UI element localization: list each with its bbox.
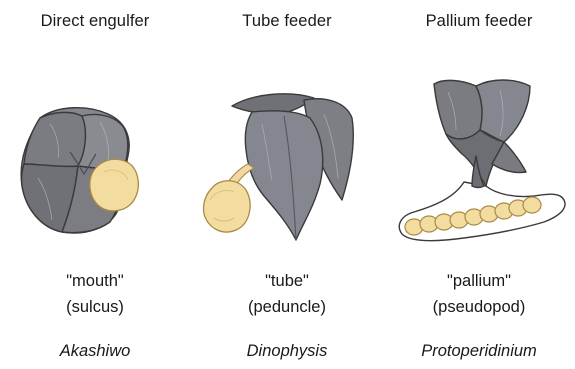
panel-heading: Direct engulfer	[0, 12, 190, 31]
feeding-structure-anatomy: (peduncle)	[192, 298, 382, 317]
genus-name: Akashiwo	[0, 342, 190, 361]
akashiwo-cell-illustration	[0, 60, 190, 260]
feeding-structure-term: "mouth"	[0, 272, 190, 291]
feeding-structure-anatomy: (sulcus)	[0, 298, 190, 317]
genus-name: Protoperidinium	[384, 342, 574, 361]
panel-heading: Pallium feeder	[384, 12, 574, 31]
protoperidinium-cell-illustration	[384, 60, 574, 260]
panel-direct-engulfer: Direct engulfer "mouth" (sulcus) Akashi	[0, 0, 190, 369]
panel-tube-feeder: Tube feeder "tube" (peduncle) Dinophysis	[192, 0, 382, 369]
panel-heading: Tube feeder	[192, 12, 382, 31]
feeding-structure-anatomy: (pseudopod)	[384, 298, 574, 317]
genus-name: Dinophysis	[192, 342, 382, 361]
dinophysis-cell-illustration	[192, 60, 382, 260]
panel-pallium-feeder: Pallium feeder	[384, 0, 574, 369]
feeding-structure-term: "pallium"	[384, 272, 574, 291]
feeding-structure-term: "tube"	[192, 272, 382, 291]
